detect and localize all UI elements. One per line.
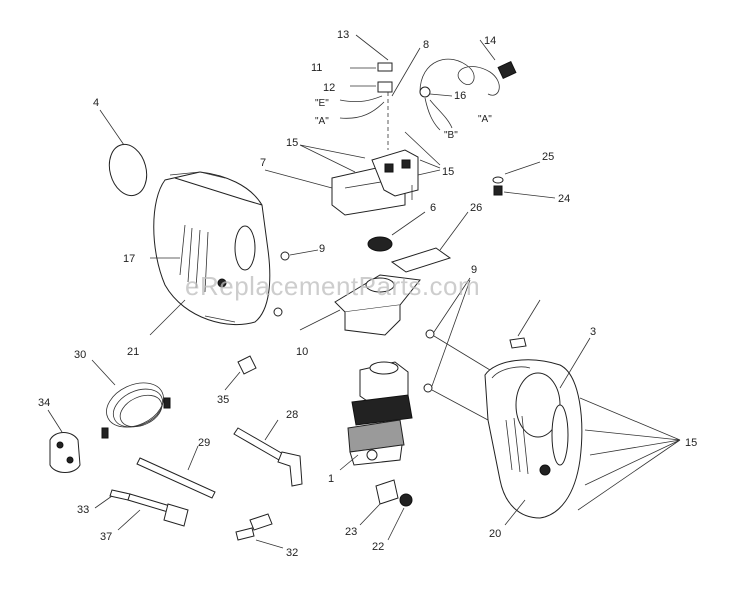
callout-34: 34 (38, 397, 50, 409)
part-29-lance (136, 445, 216, 499)
part-14-power-cord (419, 39, 517, 131)
callout-15-mid: 15 (442, 166, 454, 178)
watermark: eReplacementParts.com (185, 271, 480, 301)
part-25-oring (492, 161, 541, 184)
part-26-gasket (390, 211, 469, 273)
callout-22: 22 (372, 541, 384, 553)
part-7-top-box (264, 131, 441, 216)
part-34-clip (47, 409, 81, 473)
part-6-seal (367, 211, 426, 252)
callout-8: 8 (423, 39, 429, 51)
callout-10: 10 (296, 346, 308, 358)
part-1-motor-pump (339, 361, 413, 471)
part-20-right-housing (484, 359, 583, 526)
callout-35: 35 (217, 394, 229, 406)
part-33-tip (94, 489, 131, 509)
callout-24: 24 (558, 193, 570, 205)
wire-label-a-right: "A" (478, 114, 492, 125)
part-9-screws-left (273, 249, 319, 317)
callout-4: 4 (93, 97, 99, 109)
callout-11: 11 (311, 62, 322, 74)
callout-15-top: 15 (286, 137, 298, 149)
part-30-hose (91, 359, 171, 439)
callout-37: 37 (100, 531, 112, 543)
part-15-screws-right (577, 397, 681, 511)
part-23-connector (359, 479, 399, 526)
part-small-plate (509, 299, 541, 349)
callout-9-left: 9 (319, 243, 325, 255)
part-28-spray-gun (233, 419, 303, 487)
callout-30: 30 (74, 349, 86, 361)
part-10-motor-cover (299, 274, 421, 336)
callout-16: 16 (454, 90, 466, 102)
part-37-brush (117, 493, 189, 531)
part-21-left-housing (149, 171, 271, 336)
callout-14: 14 (484, 35, 496, 47)
callout-23: 23 (345, 526, 357, 538)
wire-label-e: "E" (315, 98, 329, 109)
leader-3 (559, 337, 591, 389)
callout-26: 26 (470, 202, 482, 214)
callout-29: 29 (198, 437, 210, 449)
part-24-fitting (493, 185, 556, 199)
part-4-disc (99, 109, 148, 197)
callout-32: 32 (286, 547, 298, 559)
callout-20: 20 (489, 528, 501, 540)
callout-1: 1 (328, 473, 334, 485)
switch-assembly (339, 34, 421, 150)
callout-15-right: 15 (685, 437, 697, 449)
callout-17: 17 (123, 253, 135, 265)
callout-12: 12 (323, 82, 335, 94)
part-32-fitting (235, 513, 284, 549)
wire-label-a-left: "A" (315, 116, 329, 127)
callout-9-right: 9 (471, 264, 477, 276)
part-22-cap (387, 493, 413, 541)
callout-25: 25 (542, 151, 554, 163)
callout-33: 33 (77, 504, 89, 516)
callout-28: 28 (286, 409, 298, 421)
callout-3: 3 (590, 326, 596, 338)
callout-7: 7 (260, 157, 266, 169)
part-9-screws-right (423, 277, 491, 421)
callout-6: 6 (430, 202, 436, 214)
callout-21: 21 (127, 346, 139, 358)
part-35-nozzle (224, 355, 257, 391)
wire-label-b: "B" (444, 130, 458, 141)
callout-13: 13 (337, 29, 349, 41)
